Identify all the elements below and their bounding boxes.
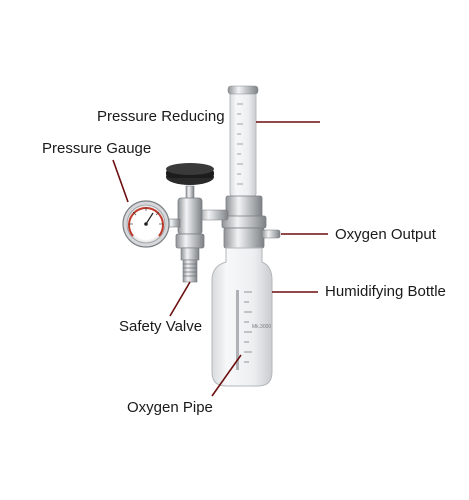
pressure-gauge-icon <box>122 200 181 248</box>
label-oxygen-output: Oxygen Output <box>335 226 436 243</box>
knob-icon <box>166 163 214 185</box>
connector-pipe <box>197 209 229 221</box>
flowmeter-tube <box>227 85 259 199</box>
label-oxygen-pipe: Oxygen Pipe <box>127 399 213 416</box>
label-pressure-reducing: Pressure Reducing <box>97 108 225 125</box>
leader-pressure-gauge <box>112 159 129 203</box>
label-safety-valve: Safety Valve <box>119 318 203 335</box>
manifold-block <box>221 195 281 249</box>
label-pressure-gauge: Pressure Gauge <box>42 140 152 157</box>
bottle-marking: Mk.3000 <box>252 324 271 330</box>
regulator-body <box>175 185 205 283</box>
label-humidifying-bottle: Humidifying Bottle <box>325 283 446 300</box>
leader-oxygen-pipe <box>211 354 242 397</box>
humidifying-bottle: Mk.3000 <box>211 247 273 387</box>
leader-safety-valve <box>169 281 191 317</box>
leader-lines <box>112 121 328 397</box>
